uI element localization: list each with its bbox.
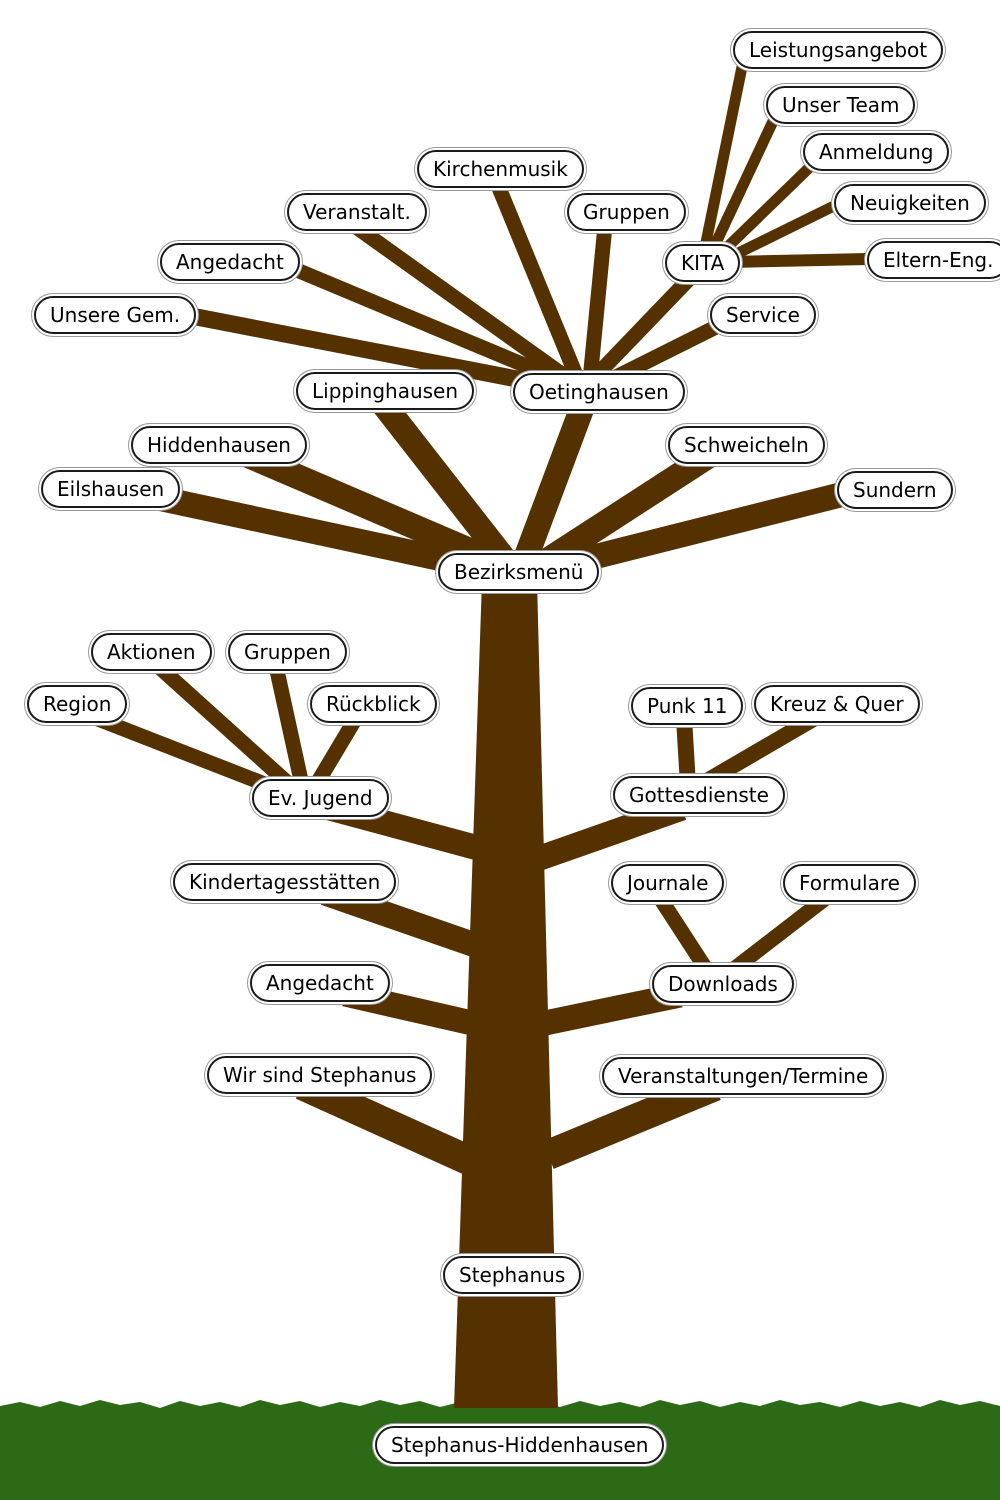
branch-journale [653, 893, 715, 977]
branch-gottesdienste [535, 796, 687, 870]
node-gottesdienste[interactable]: Gottesdienste [613, 776, 785, 814]
node-leistungsangebot[interactable]: Leistungsangebot [733, 31, 944, 69]
node-bezirksmenue[interactable]: Bezirksmenü [438, 553, 600, 591]
branch-leistungsangebot [696, 60, 749, 264]
tree-trunk [454, 580, 558, 1408]
node-schweicheln[interactable]: Schweicheln [668, 426, 825, 464]
branch-oetinghausen [513, 403, 594, 565]
branch-schweicheln [541, 444, 717, 571]
branch-kirchenmusik [490, 180, 585, 383]
branch-downloads [542, 982, 683, 1036]
branch-lippinghausen [374, 397, 515, 568]
node-kindertagesstaetten[interactable]: Kindertagesstätten [173, 863, 397, 901]
node-ev-jugend[interactable]: Ev. Jugend [252, 779, 389, 817]
branch-gruppen-oet [582, 225, 613, 381]
node-formulare[interactable]: Formulare [783, 864, 916, 902]
node-oetinghausen[interactable]: Oetinghausen [513, 373, 685, 411]
node-sundern[interactable]: Sundern [837, 471, 953, 509]
node-gruppen-oetinghausen[interactable]: Gruppen [567, 193, 686, 231]
tree-branches [77, 60, 869, 1174]
node-unser-team[interactable]: Unser Team [766, 86, 916, 124]
node-gruppen-jugend[interactable]: Gruppen [228, 633, 347, 671]
node-rueckblick[interactable]: Rückblick [310, 685, 437, 723]
node-angedacht[interactable]: Angedacht [250, 964, 390, 1002]
node-eltern-eng[interactable]: Eltern-Eng. [867, 241, 1000, 279]
node-region[interactable]: Region [27, 685, 128, 723]
node-stephanus[interactable]: Stephanus [443, 1256, 582, 1294]
node-hiddenhausen[interactable]: Hiddenhausen [131, 426, 307, 464]
node-angedacht-oetinghausen[interactable]: Angedacht [160, 243, 300, 281]
branch-neuigkeiten [717, 198, 843, 267]
node-veranstalt[interactable]: Veranstalt. [287, 193, 427, 231]
node-veranstaltungen-termine[interactable]: Veranstaltungen/Termine [602, 1057, 885, 1095]
node-anmeldung[interactable]: Anmeldung [803, 133, 950, 171]
node-wir-sind-stephanus[interactable]: Wir sind Stephanus [207, 1056, 433, 1094]
branch-sundern [558, 480, 852, 578]
node-journale[interactable]: Journale [611, 864, 725, 902]
branch-unsere-gem [174, 304, 550, 394]
branch-veranstaltungen-termine [542, 1072, 721, 1169]
branch-region [77, 705, 283, 797]
branch-unser-team [702, 114, 780, 265]
node-unsere-gem[interactable]: Unsere Gem. [34, 296, 197, 334]
node-neuigkeiten[interactable]: Neuigkeiten [834, 184, 986, 222]
branch-wir-sind-stephanus [295, 1071, 475, 1174]
branch-gruppen-jugend [268, 664, 310, 787]
branch-hiddenhausen [235, 440, 497, 572]
branch-rueckblick [309, 714, 363, 789]
branch-kindertagesstaetten [320, 881, 480, 957]
node-punk11[interactable]: Punk 11 [631, 687, 744, 725]
branch-eltern-eng [729, 253, 869, 268]
branch-aktionen [152, 660, 296, 791]
branch-formulare [725, 892, 831, 978]
node-aktionen[interactable]: Aktionen [91, 633, 212, 671]
branch-kreuz-quer [695, 711, 820, 792]
node-kirchenmusik[interactable]: Kirchenmusik [417, 150, 584, 188]
branch-kita [586, 272, 696, 386]
node-kreuz-quer[interactable]: Kreuz & Quer [754, 685, 920, 723]
branch-eilshausen [127, 479, 473, 578]
node-downloads[interactable]: Downloads [652, 965, 794, 1003]
node-stephanus-hiddenhausen[interactable]: Stephanus-Hiddenhausen [375, 1426, 665, 1464]
branch-punk11 [676, 717, 696, 786]
node-eilshausen[interactable]: Eilshausen [41, 470, 181, 508]
node-service[interactable]: Service [710, 296, 816, 334]
branch-veranstalt [347, 217, 575, 387]
node-lippinghausen[interactable]: Lippinghausen [296, 372, 475, 410]
branch-angedacht-oet [277, 256, 563, 387]
node-kita[interactable]: KITA [665, 244, 741, 282]
